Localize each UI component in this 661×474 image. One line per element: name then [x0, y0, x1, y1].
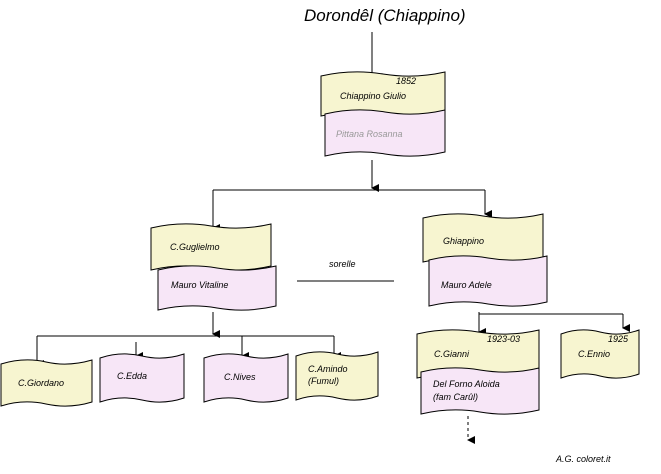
person-name: Pittana Rosanna: [336, 129, 403, 139]
person-name: Ghiappino: [443, 236, 485, 246]
node-mauro-vitaline: Mauro Vitaline: [157, 264, 277, 312]
person-name-line2: (fam Carûl): [433, 392, 479, 402]
person-name-line2: (Fumul): [308, 376, 339, 386]
year-label: 1925: [608, 334, 629, 344]
pink-banner-shape: [428, 255, 548, 307]
person-name: C.Nives: [224, 372, 256, 382]
yellow-banner-shape: [295, 351, 379, 401]
pink-banner-shape: [324, 109, 446, 157]
pink-banner-shape: [420, 367, 540, 415]
node-c-edda: C.Edda: [99, 352, 185, 404]
person-name: C.Gianni: [434, 349, 470, 359]
year-label: 1852: [396, 76, 417, 86]
person-name: Mauro Vitaline: [171, 280, 229, 290]
yellow-banner-shape: [0, 359, 93, 407]
node-del-forno-aloida: Del Forno Aloida (fam Carûl): [420, 366, 540, 416]
pink-banner-shape: [157, 265, 277, 311]
person-name: C.Edda: [117, 371, 148, 381]
person-name: Chiappino Giulio: [340, 91, 407, 101]
person-name: C.Guglielmo: [170, 242, 220, 252]
person-name: C.Giordano: [18, 378, 65, 388]
person-name-line1: Del Forno Aloida: [433, 379, 500, 389]
node-mauro-adele: Mauro Adele: [428, 254, 548, 308]
node-c-ennio: 1925 C.Ennio: [560, 328, 640, 380]
node-c-amindo: C.Amindo (Fumul): [295, 350, 379, 402]
yellow-banner-shape: [560, 329, 640, 379]
sorelle-label: sorelle: [329, 259, 356, 269]
person-name: Mauro Adele: [441, 280, 492, 290]
pink-banner-shape: [203, 353, 289, 403]
node-pittana-rosanna: Pittana Rosanna: [324, 108, 446, 158]
person-name-line1: C.Amindo: [308, 364, 348, 374]
pink-banner-shape: [99, 353, 185, 403]
credit-label: A.G. coloret.it: [556, 454, 611, 464]
node-c-giordano: C.Giordano: [0, 358, 93, 408]
node-c-nives: C.Nives: [203, 352, 289, 404]
year-label: 1923-03: [487, 334, 521, 344]
person-name: C.Ennio: [578, 349, 611, 359]
tree-title: Dorondêl (Chiappino): [304, 6, 466, 25]
